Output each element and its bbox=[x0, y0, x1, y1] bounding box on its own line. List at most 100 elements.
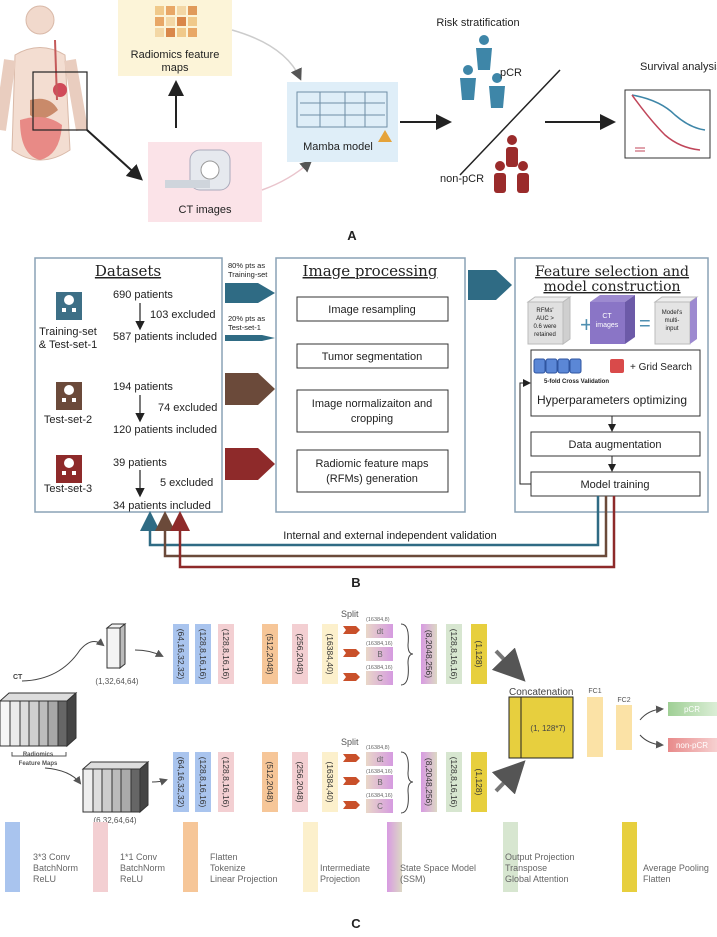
equals-icon: = bbox=[639, 313, 651, 335]
step-rfm-label: Radiomic feature maps bbox=[315, 458, 429, 470]
split-test-label-2: Test-set-1 bbox=[228, 323, 261, 332]
non-pcr-output bbox=[668, 738, 717, 752]
layer-shape: (512,2048) bbox=[265, 633, 275, 674]
step-resampling bbox=[296, 296, 449, 322]
ssm-layer bbox=[421, 624, 437, 684]
legend-swatch bbox=[183, 822, 198, 892]
b-label: B bbox=[377, 778, 382, 787]
brace bbox=[400, 623, 414, 686]
legend: 3*3 Conv BatchNorm ReLU 1*1 Conv BatchNo… bbox=[5, 822, 709, 892]
hollow-arrow bbox=[491, 760, 526, 795]
rfm-arrow bbox=[44, 767, 82, 785]
flatten-layer bbox=[262, 752, 278, 812]
ssm-layer bbox=[421, 752, 437, 812]
feature-selection-box bbox=[514, 257, 709, 513]
legend-text: Global Attention bbox=[505, 874, 569, 884]
legend-text: Flatten bbox=[643, 874, 671, 884]
mamba-model-box bbox=[287, 82, 398, 162]
ct-volume bbox=[105, 622, 127, 670]
output-projection-layer bbox=[446, 624, 462, 684]
pcr-label: pCR bbox=[500, 67, 522, 79]
non-pcr-patients-icon bbox=[494, 135, 529, 193]
risk-stratification-label: Risk stratification bbox=[436, 17, 519, 29]
training-set-label: Training-set bbox=[39, 326, 97, 338]
cube2-text: images bbox=[596, 322, 619, 329]
dt-label: dt bbox=[377, 755, 384, 764]
arrow-maps-to-mamba bbox=[231, 29, 302, 81]
b-block bbox=[366, 647, 393, 661]
fc2-layer bbox=[616, 705, 632, 750]
group3-excluded: 5 excluded bbox=[160, 477, 213, 489]
legend-text: ReLU bbox=[120, 874, 143, 884]
cube1-text: retained bbox=[534, 332, 556, 338]
brace bbox=[400, 751, 414, 814]
arrow bbox=[134, 649, 164, 657]
c-label: C bbox=[377, 674, 383, 683]
legend-text: Intermediate bbox=[320, 863, 370, 873]
combined-stack bbox=[0, 691, 78, 748]
layer-shape: (8,2048,256) bbox=[424, 758, 434, 806]
legend-text: Projection bbox=[320, 874, 360, 884]
hollow-arrow bbox=[491, 647, 526, 682]
plus-icon: + bbox=[580, 312, 593, 337]
split-test-label: 20% pts as bbox=[228, 314, 265, 323]
legend-text: 3*3 Conv bbox=[33, 852, 71, 862]
chevron-icon bbox=[343, 801, 360, 809]
group2-total: 194 patients bbox=[113, 381, 173, 393]
step-normalization-label: Image normalizaiton and bbox=[312, 398, 432, 410]
layer-shape: (1,128) bbox=[474, 769, 484, 796]
layer-shape: (128,8,16,16) bbox=[198, 757, 208, 808]
chevron-icon bbox=[343, 626, 360, 634]
radiomics-brace bbox=[11, 752, 67, 757]
group3-included: 34 patients included bbox=[113, 500, 211, 512]
datasets-title: Datasets bbox=[95, 262, 161, 280]
chevron-icon bbox=[343, 777, 360, 785]
image-processing-box bbox=[275, 257, 466, 513]
layer-shape: (8,2048,256) bbox=[424, 630, 434, 678]
pcr-patients-icon bbox=[460, 35, 505, 108]
ct-cube bbox=[590, 295, 635, 344]
panel-c-label: C bbox=[351, 916, 361, 931]
legend-text: Transpose bbox=[505, 863, 547, 873]
cube3-text: multi- bbox=[665, 318, 680, 324]
layer-shape: (64,16,32,32) bbox=[176, 757, 186, 808]
split-shape: (16384,16) bbox=[366, 769, 393, 775]
fc2-label: FC2 bbox=[617, 697, 630, 704]
c-label: C bbox=[377, 802, 383, 811]
conv3-layer bbox=[173, 752, 189, 812]
layer-shape: (128,8,16,16) bbox=[449, 757, 459, 808]
hospital-icon bbox=[56, 292, 82, 320]
output-projection-layer bbox=[446, 752, 462, 812]
train-arrow bbox=[225, 283, 275, 303]
group3-total: 39 patients bbox=[113, 457, 167, 469]
group2-excluded: 74 excluded bbox=[158, 402, 217, 414]
network-diagram-icon bbox=[296, 91, 392, 142]
non-pcr-label: non-pCR bbox=[440, 173, 484, 185]
separator-line bbox=[459, 69, 561, 176]
dt-block bbox=[366, 752, 393, 766]
hospital-icon bbox=[56, 455, 82, 483]
arrow-non-pcr bbox=[639, 734, 664, 749]
ct-scanner-icon bbox=[165, 149, 231, 191]
cube3-text: Model's bbox=[662, 310, 683, 316]
intermediate-projection-layer bbox=[322, 752, 338, 812]
pooling-layer bbox=[471, 752, 487, 812]
panel-b: Datasets Training-set & Test-set-1 690 p… bbox=[34, 257, 709, 590]
feature-selection-title-2: model construction bbox=[543, 279, 680, 295]
top-branch: (64,16,32,32) (128,8,16,16) (128,8,16,16… bbox=[173, 609, 487, 686]
legend-swatch bbox=[503, 822, 518, 892]
conv1-layer bbox=[292, 752, 308, 812]
pcr-output-label: pCR bbox=[684, 705, 700, 714]
bottom-branch: (64,16,32,32) (128,8,16,16) (128,8,16,16… bbox=[173, 737, 487, 814]
legend-text: State Space Model bbox=[400, 863, 476, 873]
b-label: B bbox=[377, 650, 382, 659]
layer-shape: (16384,40) bbox=[325, 761, 335, 802]
ct-images-label: CT images bbox=[179, 204, 232, 216]
radiomics-maps-label-2: maps bbox=[162, 62, 189, 74]
conv1-layer bbox=[218, 624, 234, 684]
step-segmentation bbox=[296, 343, 449, 369]
step-segmentation-label: Tumor segmentation bbox=[322, 351, 422, 363]
c-block bbox=[366, 799, 393, 813]
non-pcr-output-label: non-pCR bbox=[676, 741, 708, 750]
